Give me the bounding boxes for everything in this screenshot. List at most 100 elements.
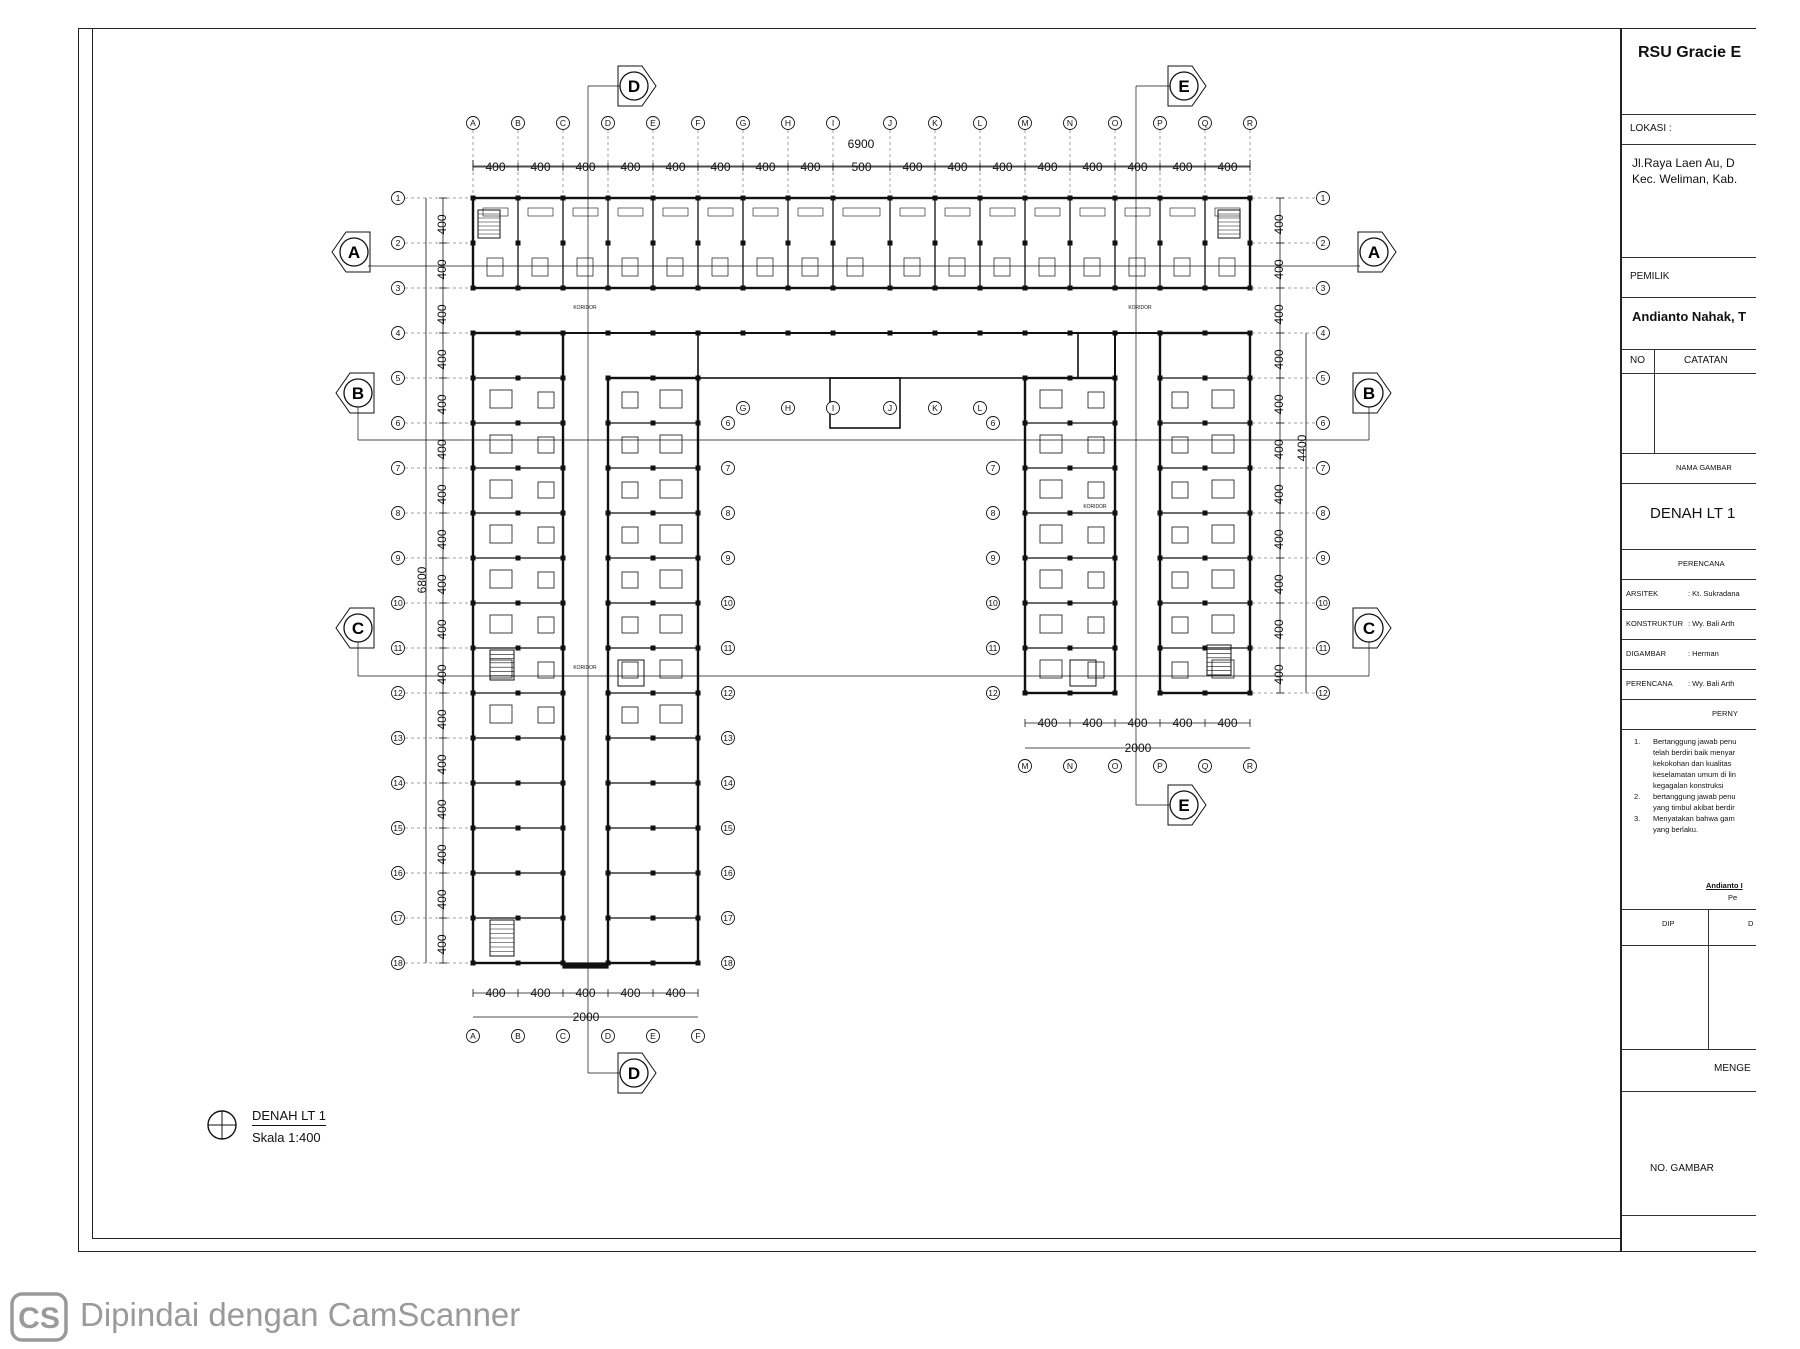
structural-column (650, 735, 656, 741)
toilet-fixture (711, 257, 729, 277)
toilet-fixture (621, 706, 639, 724)
grid-bubble-left-label: 14 (393, 778, 403, 788)
bed-furniture (1039, 659, 1063, 679)
grid-bubble-mid-label: K (932, 403, 938, 413)
grid-bubble-bottom-left (691, 1029, 705, 1043)
grid-bubble-top-label: G (740, 118, 747, 128)
section-label: A (348, 243, 360, 262)
structural-column (470, 600, 476, 606)
lokasi-line1: Jl.Raya Laen Au, D (1632, 156, 1735, 170)
structural-column (515, 870, 521, 876)
grid-bubble-left-inner (721, 911, 735, 925)
grid-bubble-right-inner (986, 686, 1000, 700)
dim-right-value: 400 (1272, 664, 1286, 684)
no-gambar-label: NO. GAMBAR (1650, 1163, 1714, 1174)
room-label-box (1079, 207, 1106, 217)
tb-dip-header-row (1622, 909, 1756, 946)
room-label-box (527, 207, 554, 217)
grid-bubble-mid-label: H (785, 403, 791, 413)
bed-furniture (659, 389, 683, 409)
section-label: A (1368, 243, 1380, 262)
tb-no-gambar-row (1622, 1215, 1756, 1251)
structural-column (605, 375, 611, 381)
structural-column (1112, 600, 1118, 606)
grid-bubble-top-label: H (785, 118, 791, 128)
structural-column (1157, 645, 1163, 651)
grid-bubble-bottom-left-label: B (515, 1031, 521, 1041)
structural-column (695, 960, 701, 966)
statement-number: 2. (1634, 792, 1641, 801)
grid-bubble-left-inner (721, 866, 735, 880)
toilet-fixture (486, 257, 504, 277)
grid-bubble-left-inner-label: 7 (726, 463, 731, 473)
room-label-box (617, 207, 644, 217)
bed-furniture (659, 659, 683, 679)
grid-bubble-left-label: 2 (396, 238, 401, 248)
structural-column (1022, 240, 1028, 246)
grid-bubble-bottom-right-label: P (1157, 761, 1163, 771)
legend-title: DENAH LT 1 (252, 1108, 326, 1126)
grid-bubble-left-inner-label: 8 (726, 508, 731, 518)
structural-column (515, 645, 521, 651)
structural-column (1022, 690, 1028, 696)
section-label: E (1178, 77, 1189, 96)
grid-bubble-top-label: I (832, 118, 834, 128)
central-block (697, 332, 1079, 379)
toilet-fixture (903, 257, 921, 277)
bed-furniture (1039, 434, 1063, 454)
grid-bubble-top-label: D (605, 118, 611, 128)
toilet-fixture (621, 391, 639, 409)
grid-bubble-right-inner-label: 12 (988, 688, 998, 698)
grid-bubble-top (1063, 116, 1077, 130)
toilet-fixture (1087, 571, 1105, 589)
grid-bubble-left-inner (721, 551, 735, 565)
dim-left-value: 400 (435, 574, 449, 594)
structural-column (650, 825, 656, 831)
toilet-fixture (576, 257, 594, 277)
room-label-box (752, 207, 779, 217)
tb-lokasi-label-row (1622, 114, 1756, 145)
structural-column (695, 285, 701, 291)
grid-bubble-top (781, 116, 795, 130)
structural-column (695, 420, 701, 426)
toilet-fixture (846, 257, 864, 277)
grid-bubble-top-label: P (1157, 118, 1163, 128)
grid-bubble-left (391, 776, 405, 790)
bed-furniture (1211, 614, 1235, 634)
toilet-fixture (1171, 616, 1189, 634)
tb-nama-gambar-value-row (1622, 483, 1756, 550)
grid-bubble-top-label: A (470, 118, 476, 128)
toilet-fixture (948, 257, 966, 277)
grid-bubble-bottom-right (1018, 759, 1032, 773)
dim-left-value: 400 (435, 214, 449, 234)
grid-bubble-top (1243, 116, 1257, 130)
dim-top-total: 6900 (848, 137, 875, 151)
section-label: D (628, 1064, 640, 1083)
section-marker-a-right: A (1357, 231, 1397, 273)
dim-right-value: 400 (1272, 214, 1286, 234)
structural-column (740, 330, 746, 336)
grid-bubble-right (1316, 191, 1330, 205)
structural-column (1247, 465, 1253, 471)
tb-pernyataan-header-row (1622, 699, 1756, 730)
grid-bubble-left-label: 3 (396, 283, 401, 293)
structural-column (560, 735, 566, 741)
structural-column (1157, 600, 1163, 606)
structural-column (470, 690, 476, 696)
structural-column (695, 330, 701, 336)
grid-bubble-top (466, 116, 480, 130)
grid-bubble-left-inner (721, 461, 735, 475)
bed-furniture (659, 704, 683, 724)
structural-column (1112, 690, 1118, 696)
statement-line: yang timbul akibat berdir (1653, 803, 1735, 812)
grid-bubble-right-label: 11 (1319, 643, 1328, 653)
grid-bubble-bottom-right (1063, 759, 1077, 773)
grid-bubble-left (391, 506, 405, 520)
dim-right-value: 400 (1272, 529, 1286, 549)
structural-column (1157, 240, 1163, 246)
structural-column (1067, 375, 1073, 381)
structural-column (470, 780, 476, 786)
structural-column (560, 555, 566, 561)
tb-arsitek-row (1622, 579, 1756, 610)
